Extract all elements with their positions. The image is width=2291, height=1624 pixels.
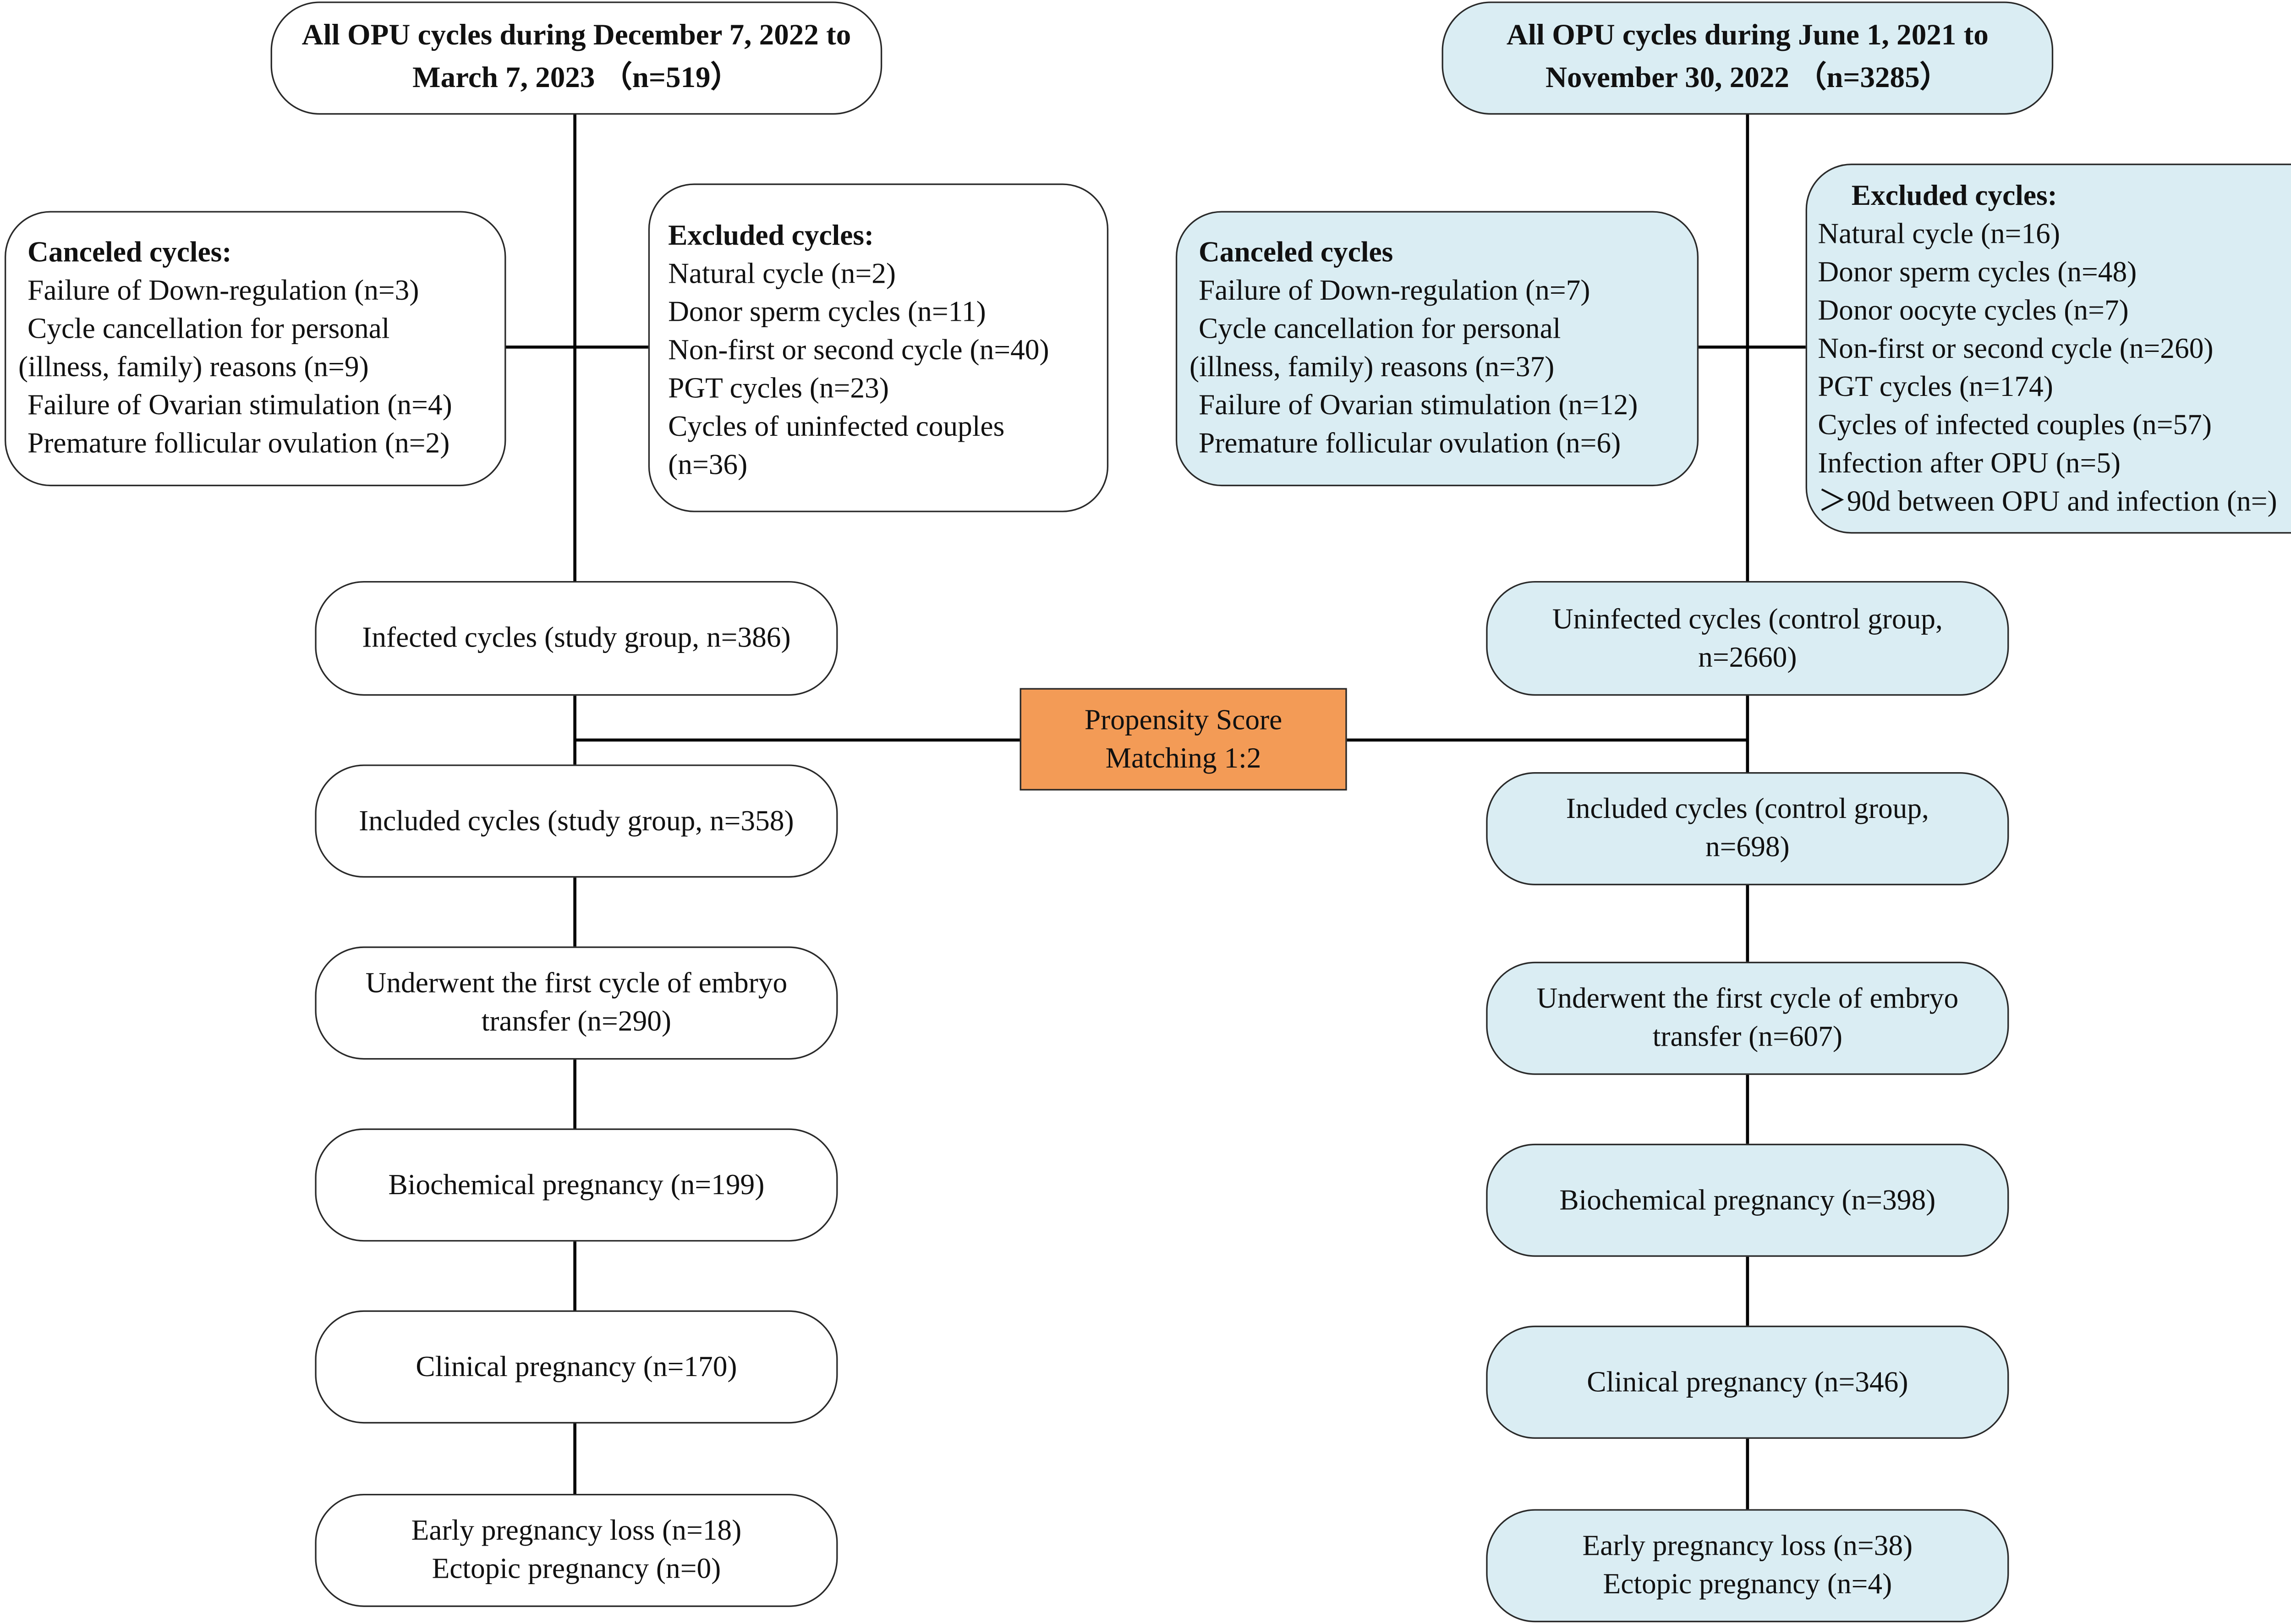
right-clinical-pregnancy-box: Clinical pregnancy (n=346) — [1486, 1325, 2009, 1439]
right-pregnancy-loss-box: Early pregnancy loss (n=38) Ectopic preg… — [1486, 1509, 2009, 1623]
left-all-opu-cycles-box: All OPU cycles during December 7, 2022 t… — [270, 1, 882, 115]
left-clinical-pregnancy-box: Clinical pregnancy (n=170) — [315, 1310, 838, 1424]
left-embryo-transfer-box: Underwent the first cycle of embryo tran… — [315, 946, 838, 1060]
left-biochemical-pregnancy-box: Biochemical pregnancy (n=199) — [315, 1128, 838, 1242]
left-canceled-cycles-box: Canceled cycles: Failure of Down-regulat… — [5, 211, 506, 487]
right-included-cycles-box: Included cycles (control group, n=698) — [1486, 772, 2009, 885]
right-canceled-cycles-box: Canceled cycles Failure of Down-regulati… — [1175, 211, 1699, 487]
right-biochemical-pregnancy-box: Biochemical pregnancy (n=398) — [1486, 1143, 2009, 1257]
left-infected-cycles-box: Infected cycles (study group, n=386) — [315, 581, 838, 696]
right-all-opu-cycles-box: All OPU cycles during June 1, 2021 to No… — [1441, 1, 2054, 115]
propensity-score-matching-box: Propensity Score Matching 1:2 — [1019, 688, 1347, 791]
right-uninfected-cycles-box: Uninfected cycles (control group, n=2660… — [1486, 581, 2009, 696]
right-excluded-title: Excluded cycles: — [1851, 180, 2057, 213]
left-pregnancy-loss-box: Early pregnancy loss (n=18) Ectopic preg… — [315, 1493, 838, 1607]
left-excluded-cycles-box: Excluded cycles: Natural cycle (n=2) Don… — [648, 183, 1109, 512]
left-canceled-title: Canceled cycles: — [27, 237, 232, 269]
left-excluded-title: Excluded cycles: — [668, 220, 874, 252]
left-included-cycles-box: Included cycles (study group, n=358) — [315, 764, 838, 878]
right-excluded-cycles-box: Excluded cycles: Natural cycle (n=16) Do… — [1805, 164, 2291, 534]
right-embryo-transfer-box: Underwent the first cycle of embryo tran… — [1486, 961, 2009, 1075]
right-canceled-title: Canceled cycles — [1198, 237, 1393, 269]
